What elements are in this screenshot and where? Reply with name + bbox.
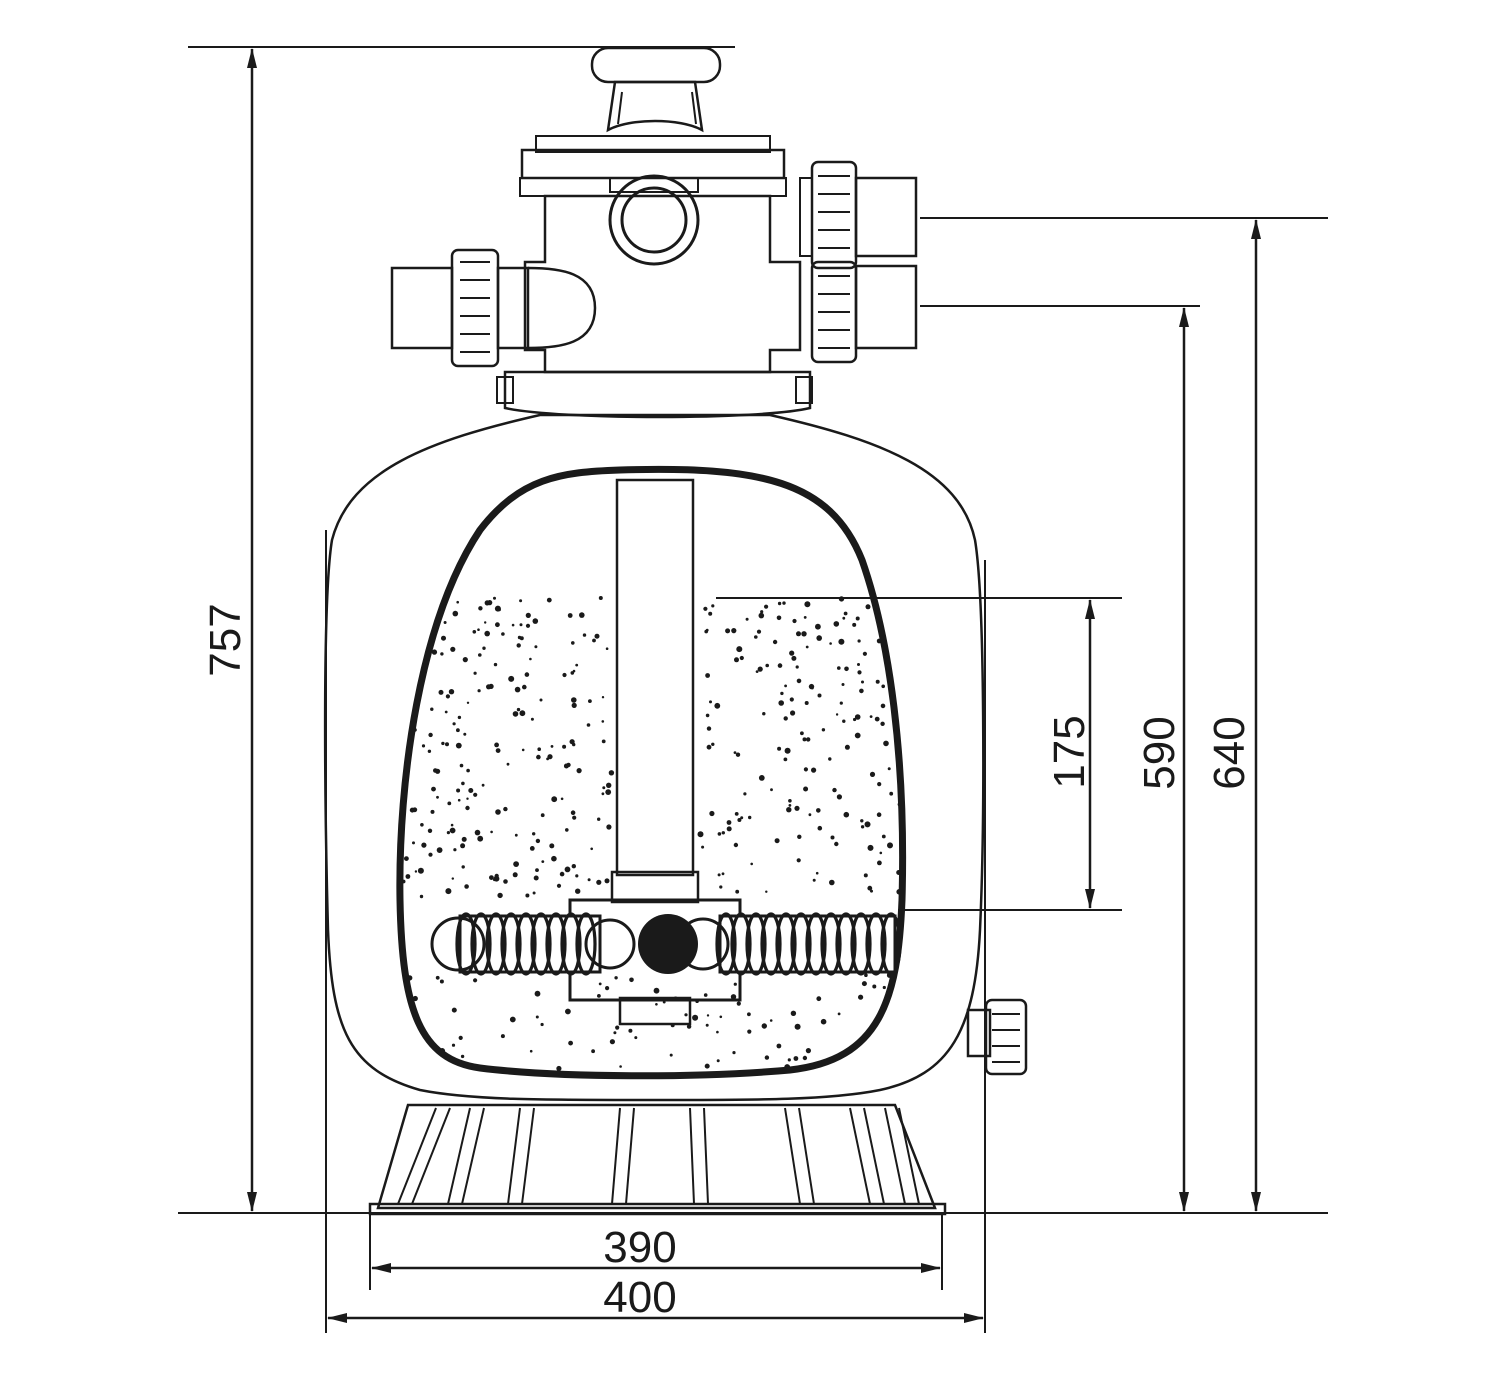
label-base-width: 390 bbox=[603, 1223, 676, 1272]
base-outline bbox=[376, 1103, 937, 1210]
right-upper-union bbox=[810, 160, 858, 270]
label-outlet-height: 590 bbox=[1135, 716, 1184, 789]
valve-handle-stem bbox=[606, 80, 704, 133]
standpipe-coupling bbox=[610, 870, 700, 904]
label-total-height: 757 bbox=[201, 603, 250, 676]
right-upper-pipe bbox=[854, 176, 918, 258]
base-ribs bbox=[397, 1107, 920, 1205]
lateral-right bbox=[715, 912, 902, 976]
left-pipe bbox=[390, 266, 454, 350]
valve-front-port bbox=[608, 174, 700, 266]
cutaway-interior bbox=[396, 465, 907, 1080]
lateral-hub-base bbox=[618, 996, 692, 1026]
label-tank-width: 400 bbox=[603, 1273, 676, 1322]
valve-body bbox=[523, 194, 802, 374]
right-lower-pipe bbox=[854, 264, 918, 350]
lateral-left-end bbox=[430, 916, 486, 972]
lateral-hub-port-left bbox=[584, 918, 636, 970]
standpipe bbox=[615, 478, 695, 877]
filter-base bbox=[368, 1103, 947, 1216]
cutaway-boundary bbox=[396, 465, 907, 1080]
left-union bbox=[450, 248, 500, 368]
clamp-bolt-left bbox=[496, 376, 514, 404]
valve-handle bbox=[590, 46, 722, 84]
dimension-lines bbox=[178, 46, 1328, 1333]
valve-cover bbox=[520, 148, 786, 180]
tank-neck-collar bbox=[503, 370, 812, 419]
label-sand-depth: 175 bbox=[1045, 715, 1094, 788]
lateral-hub-port bbox=[676, 917, 730, 971]
drain-plug bbox=[966, 998, 1028, 1076]
label-inlet-height: 640 bbox=[1205, 716, 1254, 789]
multiport-valve bbox=[390, 46, 918, 374]
lateral-left bbox=[455, 912, 602, 976]
clamp-bolt-right bbox=[795, 376, 813, 404]
